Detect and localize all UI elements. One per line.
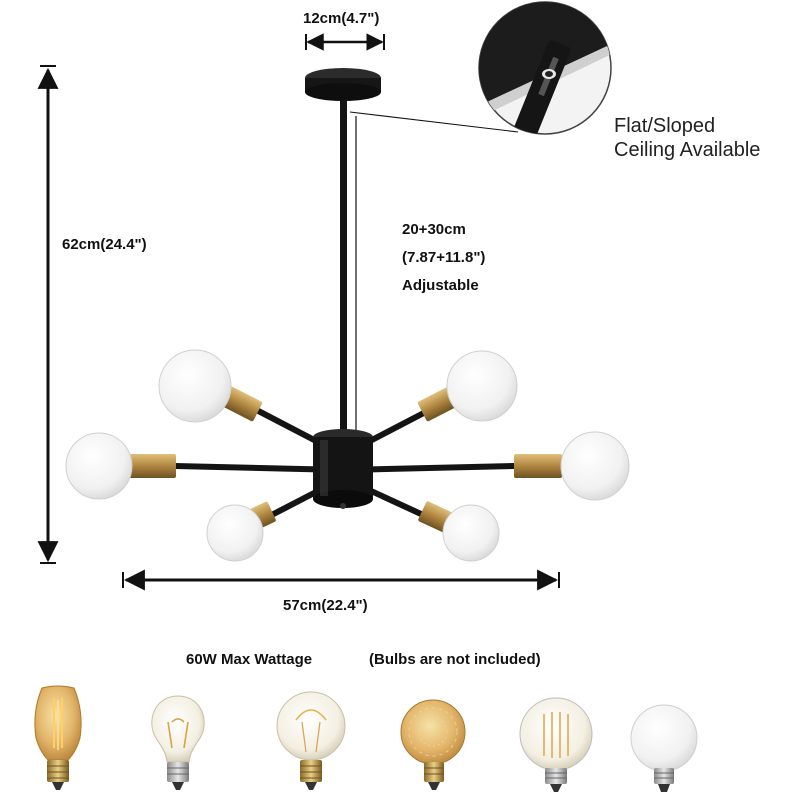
ceiling-canopy [305, 68, 381, 101]
lamp-bottom-left [206, 501, 276, 562]
sloped-ceiling-inset [478, 1, 612, 135]
lamp-left [65, 432, 176, 500]
rod-length-note: 20+30cm (7.87+11.8") Adjustable [402, 216, 485, 300]
st64-edison-bulb-icon [34, 685, 82, 790]
g125-filament-globe-bulb-icon [519, 697, 593, 792]
down-rod [340, 100, 347, 435]
inset-leader-line [349, 111, 519, 133]
lamp-right [514, 431, 630, 501]
chandelier [65, 68, 630, 562]
central-hub [313, 429, 373, 509]
total-width-dimension [122, 569, 560, 591]
rod-length-line2: (7.87+11.8") [402, 249, 486, 266]
canopy-width-dimension [305, 33, 385, 51]
g95-frosted-globe-bulb-icon [630, 704, 698, 792]
ceiling-note-line1: Flat/Sloped [614, 115, 716, 137]
lamp-top-left [158, 349, 263, 423]
total-height-dimension [37, 65, 59, 564]
rod-length-line3: Adjustable [402, 277, 479, 294]
lamp-bottom-right [418, 501, 500, 562]
ceiling-note-line2: Ceiling Available [614, 139, 761, 161]
g95-amber-globe-bulb-icon [400, 699, 466, 790]
lamp-top-right [417, 350, 518, 422]
rod-length-line1: 20+30cm [402, 221, 466, 238]
max-wattage-label: 60W Max Wattage [186, 651, 313, 668]
g95-clear-globe-bulb-icon [276, 691, 346, 790]
a19-filament-bulb-icon [151, 695, 205, 790]
total-height-label: 62cm(24.4") [62, 236, 147, 253]
total-width-label: 57cm(22.4") [283, 597, 368, 614]
canopy-width-label: 12cm(4.7") [303, 10, 380, 27]
bulbs-not-included-label: (Bulbs are not included) [369, 651, 541, 668]
ceiling-note: Flat/Sloped Ceiling Available [614, 114, 760, 162]
